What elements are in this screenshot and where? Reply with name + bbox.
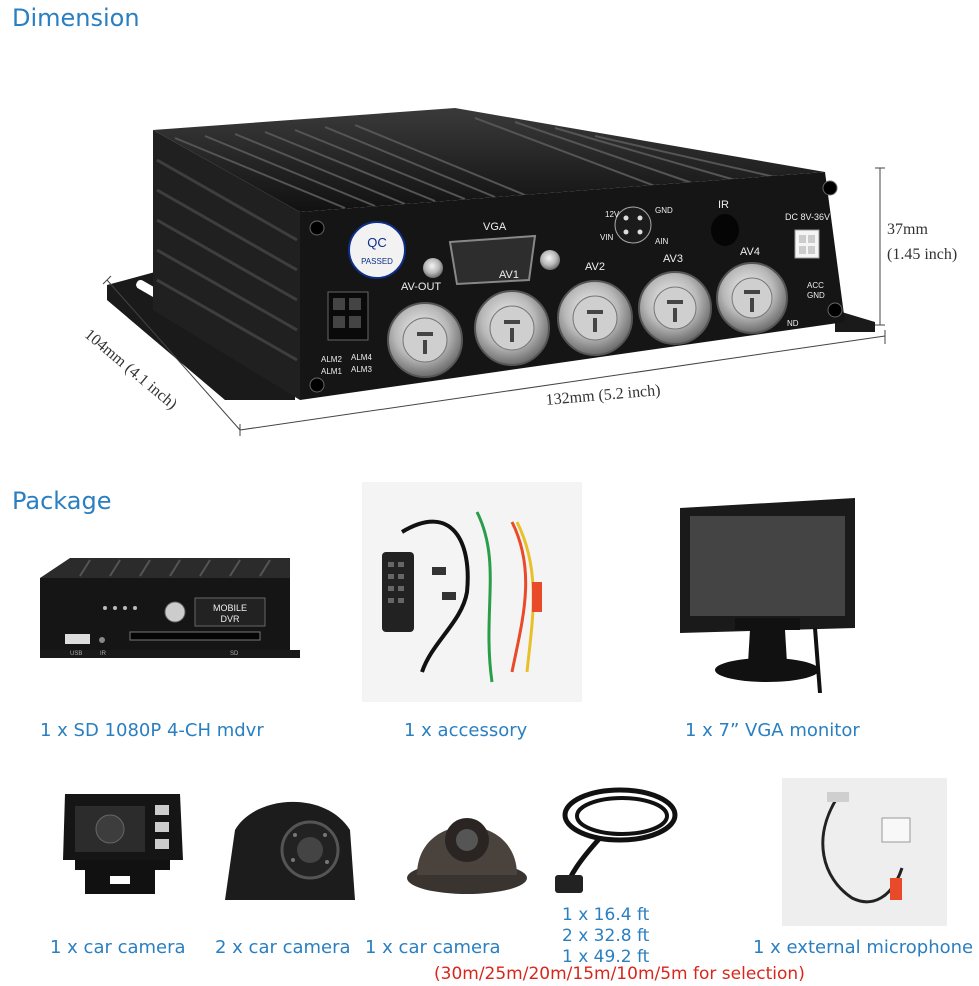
side-camera-image: [225, 801, 355, 900]
cable-length-selection: (30m/25m/20m/15m/10m/5m for selection): [434, 964, 805, 984]
mdvr-unit-image: MOBILE DVR USB IR SD: [40, 558, 300, 658]
microphone-image: [782, 778, 947, 926]
dimension-heading: Dimension: [12, 4, 140, 32]
passed-text: PASSED: [361, 257, 393, 266]
dome-camera-image: [407, 818, 527, 894]
package-item-monitor-label: 1 x 7” VGA monitor: [685, 720, 860, 741]
pin-gnd: GND: [655, 206, 673, 215]
dc-label: DC 8V-36V: [785, 212, 830, 222]
mdvr-ir-text: IR: [100, 651, 107, 657]
monitor-image: [680, 498, 855, 693]
av-out-label: AV-OUT: [401, 281, 441, 293]
pin-12v: 12V: [605, 210, 620, 219]
av-connectors: [387, 262, 788, 378]
box-camera-image: [63, 794, 183, 894]
mdvr-usb-text: USB: [70, 651, 82, 657]
pin-vin: VIN: [600, 233, 614, 242]
mdvr-mobile-text: MOBILE: [213, 603, 247, 613]
cable-line-3: 1 x 49.2 ft: [562, 947, 650, 967]
alm1-label: ALM1: [321, 367, 342, 376]
package-item-car-camera-3-label: 1 x car camera: [365, 937, 501, 958]
cable-line-2: 2 x 32.8 ft: [562, 926, 650, 946]
mdvr-dvr-text: DVR: [220, 614, 240, 624]
alm3-label: ALM3: [351, 365, 372, 374]
package-item-microphone-label: 1 x external microphone: [753, 937, 974, 958]
av3-label: AV3: [663, 253, 683, 265]
cable-line-1: 1 x 16.4 ft: [562, 905, 650, 925]
gnd2-label: GND: [807, 291, 825, 300]
av1-label: AV1: [499, 269, 519, 281]
height-inch-label: (1.45 inch): [887, 246, 958, 263]
mdvr-sd-text: SD: [230, 651, 239, 657]
ir-label: IR: [718, 199, 729, 211]
av2-label: AV2: [585, 261, 605, 273]
package-item-mdvr-label: 1 x SD 1080P 4-CH mdvr: [40, 720, 264, 741]
accessory-image: [362, 482, 582, 702]
acc-label: ACC: [807, 281, 824, 290]
cable-image: [555, 787, 678, 893]
dvr-dimension-illustration: QC PASSED VGA 12V GND VIN AIN IR DC 8V-3…: [102, 108, 886, 436]
package-heading: Package: [12, 487, 112, 515]
nd-label: ND: [787, 319, 799, 328]
pin-ain: AIN: [655, 237, 669, 246]
qc-text: QC: [367, 235, 387, 250]
alm4-label: ALM4: [351, 353, 372, 362]
package-item-car-camera-2-label: 2 x car camera: [215, 937, 351, 958]
package-item-car-camera-1-label: 1 x car camera: [50, 937, 186, 958]
vga-label: VGA: [483, 221, 507, 233]
height-mm-label: 37mm: [887, 221, 928, 238]
package-item-accessory-label: 1 x accessory: [404, 720, 528, 741]
av4-label: AV4: [740, 246, 760, 258]
alm2-label: ALM2: [321, 355, 342, 364]
